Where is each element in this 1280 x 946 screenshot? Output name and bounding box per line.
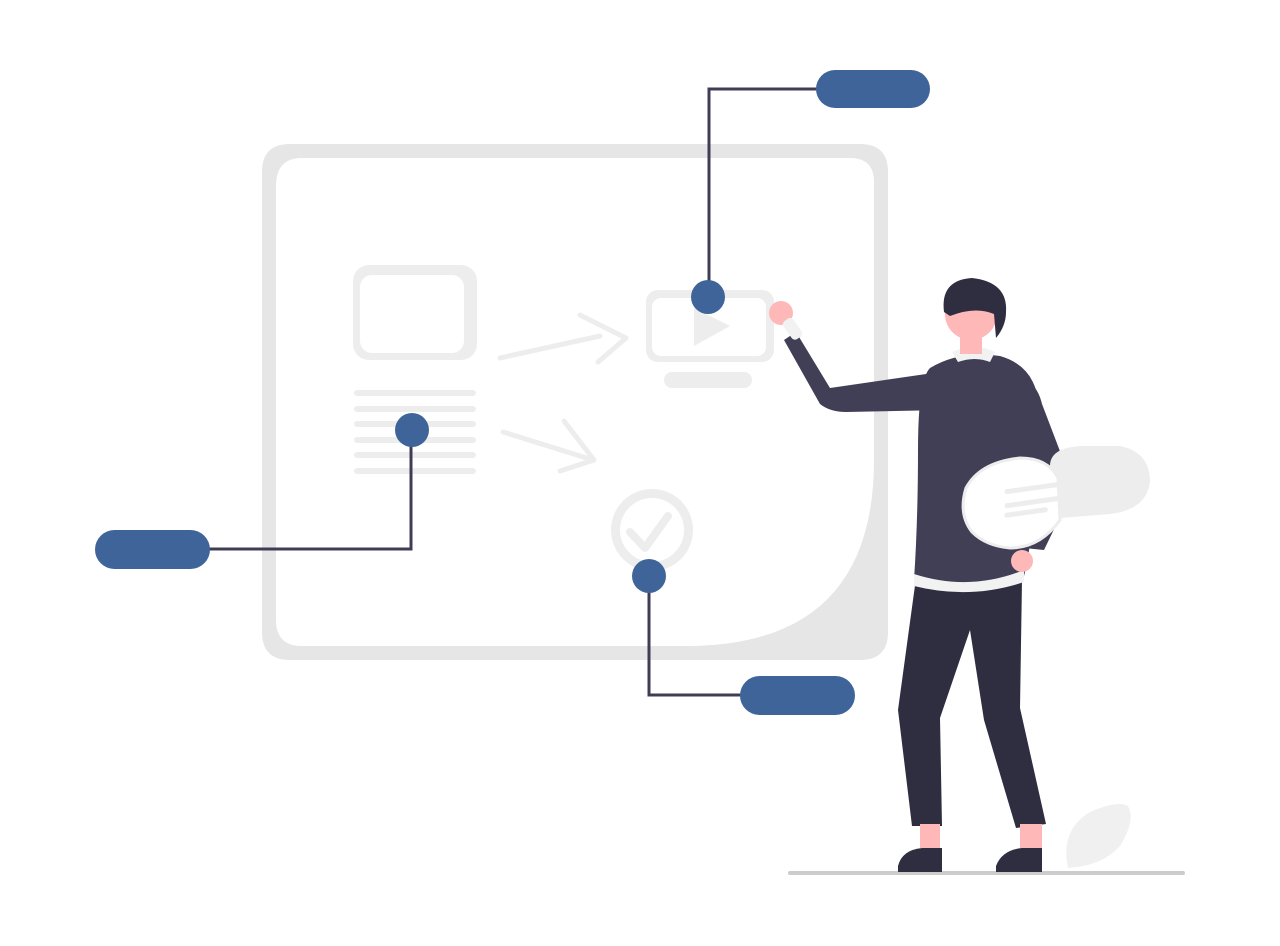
arrow-right-icon	[497, 312, 629, 474]
connector-lines	[196, 87, 830, 697]
board-frame	[262, 144, 888, 660]
image-placeholder-icon	[353, 265, 477, 360]
video-play-icon	[646, 290, 774, 388]
callout-pill-text	[95, 530, 210, 569]
connector-dots	[395, 280, 725, 593]
callout-pill-video	[816, 70, 930, 108]
leaf-icon	[1066, 804, 1131, 868]
connector-dot-text	[395, 413, 429, 447]
connector-dot-check	[632, 559, 666, 593]
connector-dot-video	[691, 280, 725, 314]
checkmark-circle-icon	[611, 489, 693, 571]
ground-line	[788, 871, 1185, 875]
callout-pill-check	[740, 676, 855, 715]
speech-bubble-icon	[961, 446, 1150, 550]
callout-pills	[95, 70, 930, 715]
